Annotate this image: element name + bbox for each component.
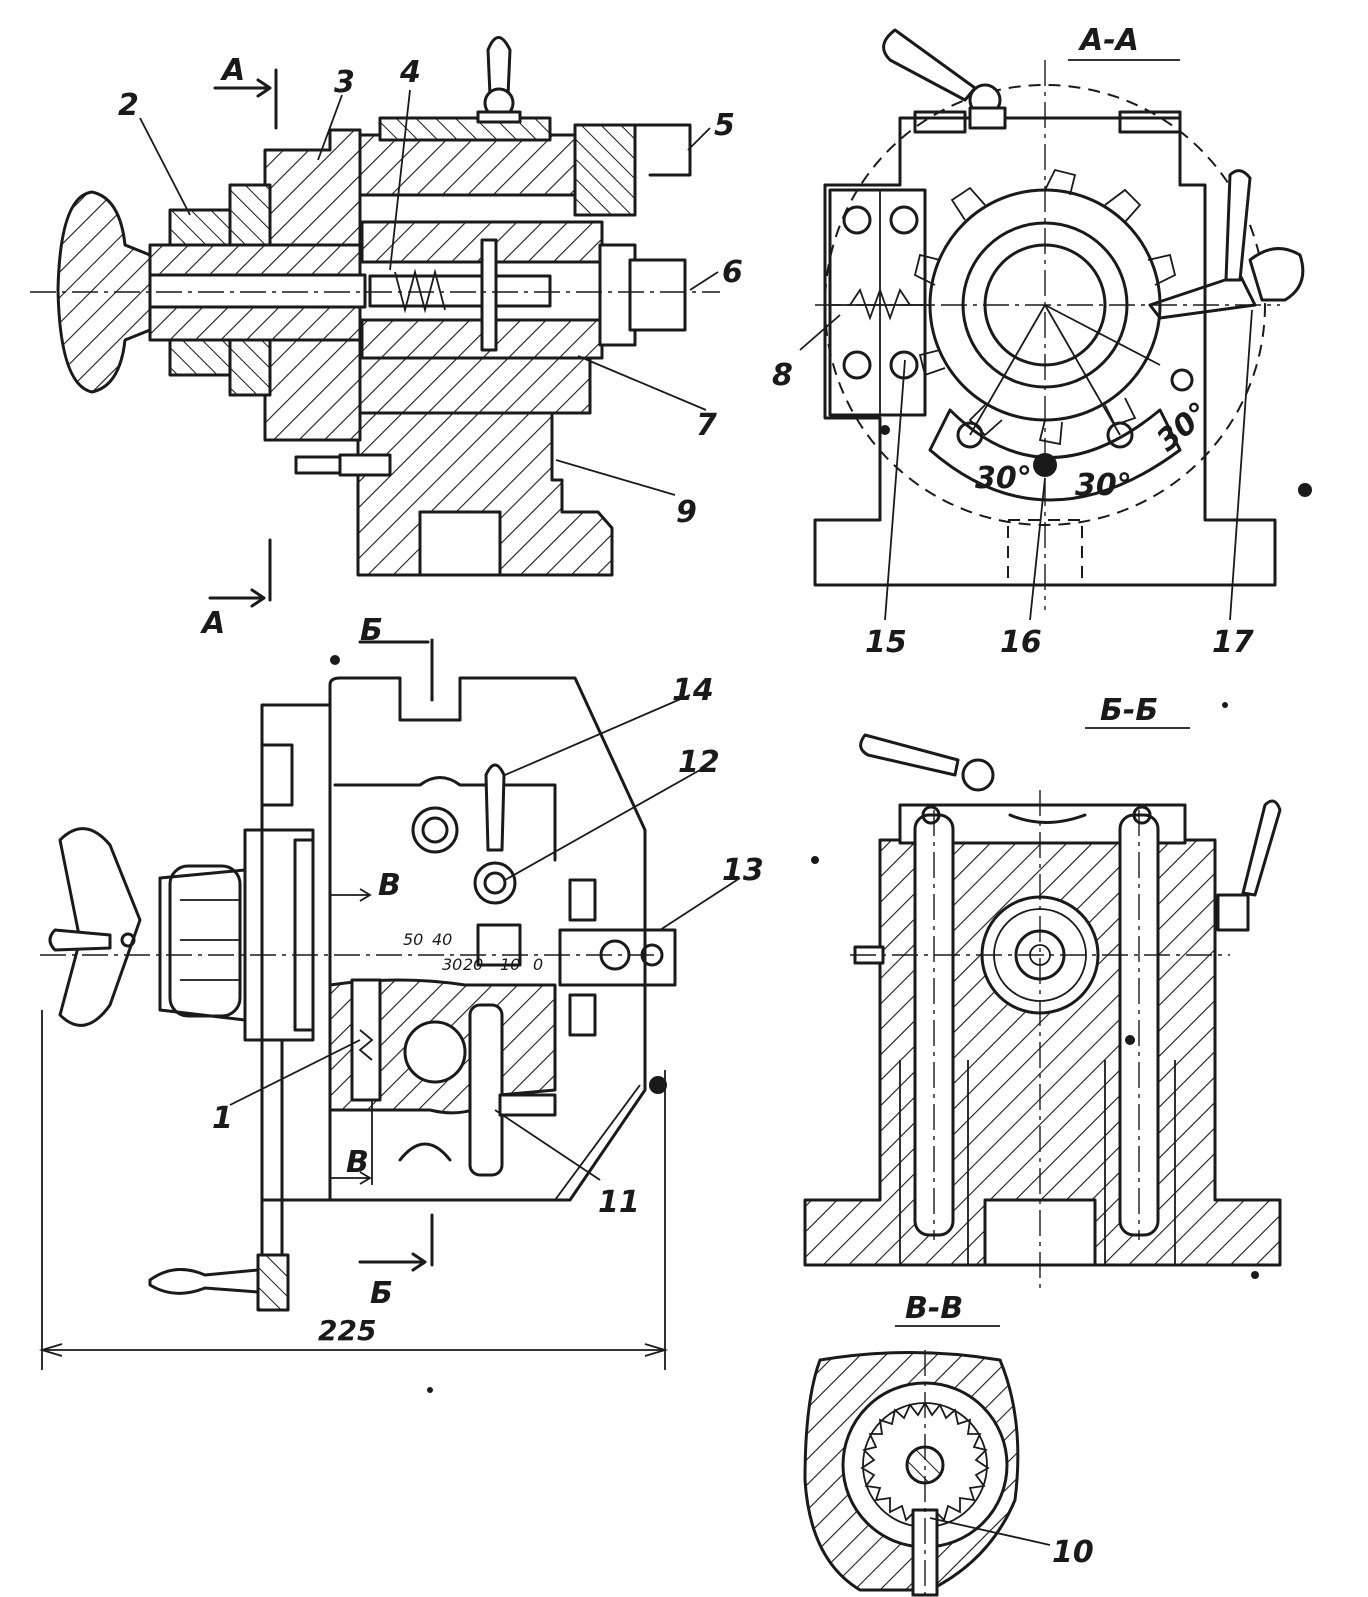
part-label-12: 12 bbox=[678, 745, 720, 780]
section-b-b-view: Б-Б bbox=[803, 693, 1282, 1290]
part-label-13: 13 bbox=[722, 853, 764, 888]
part-label-16: 16 bbox=[1000, 625, 1042, 660]
part-label-10: 10 bbox=[1052, 1535, 1094, 1570]
part-label-6: 6 bbox=[722, 255, 743, 290]
cut-mark-b-top: Б bbox=[360, 613, 383, 648]
part-label-1: 1 bbox=[212, 1101, 233, 1136]
cut-mark-a-top: А bbox=[220, 53, 245, 88]
scale-mark-10: 10 bbox=[500, 955, 520, 974]
section-title-a-a: А-А bbox=[1078, 23, 1139, 58]
scale-mark-20: 20 bbox=[463, 955, 483, 974]
section-title-b-b: Б-Б bbox=[1100, 693, 1158, 728]
part-label-15: 15 bbox=[865, 625, 907, 660]
overall-width-dimension: 225 bbox=[318, 1314, 376, 1347]
part-label-9: 9 bbox=[676, 495, 697, 530]
section-a-a-view: А-А bbox=[772, 23, 1305, 660]
part-label-11: 11 bbox=[598, 1185, 640, 1220]
section-v-v-view: В-В 10 bbox=[803, 1291, 1094, 1597]
angle-mark-mid: 30° bbox=[1075, 468, 1132, 503]
part-label-17: 17 bbox=[1212, 625, 1254, 660]
cut-mark-v-top: В bbox=[378, 868, 401, 903]
cut-mark-v-bottom: В bbox=[346, 1145, 369, 1180]
cut-mark-b-bottom: Б bbox=[370, 1276, 393, 1311]
scale-mark-50: 50 bbox=[403, 930, 423, 949]
part-label-7: 7 bbox=[696, 408, 717, 443]
angle-mark-left: 30° bbox=[975, 461, 1032, 496]
scale-mark-0: 0 bbox=[533, 955, 543, 974]
scale-mark-40: 40 bbox=[432, 930, 452, 949]
part-label-3: 3 bbox=[334, 65, 355, 100]
part-label-8: 8 bbox=[772, 358, 793, 393]
part-label-14: 14 bbox=[672, 673, 714, 708]
longitudinal-section-view: А А 2 3 4 5 6 7 9 bbox=[30, 36, 743, 641]
scale-mark-30: 30 bbox=[442, 955, 462, 974]
section-title-v-v: В-В bbox=[905, 1291, 963, 1326]
part-label-2: 2 bbox=[118, 88, 139, 123]
part-label-5: 5 bbox=[714, 108, 735, 143]
part-label-4: 4 bbox=[399, 55, 421, 90]
cut-mark-a-bottom: А bbox=[200, 606, 225, 641]
front-view: 50 40 30 20 10 0 Б Б В В bbox=[38, 613, 764, 1370]
